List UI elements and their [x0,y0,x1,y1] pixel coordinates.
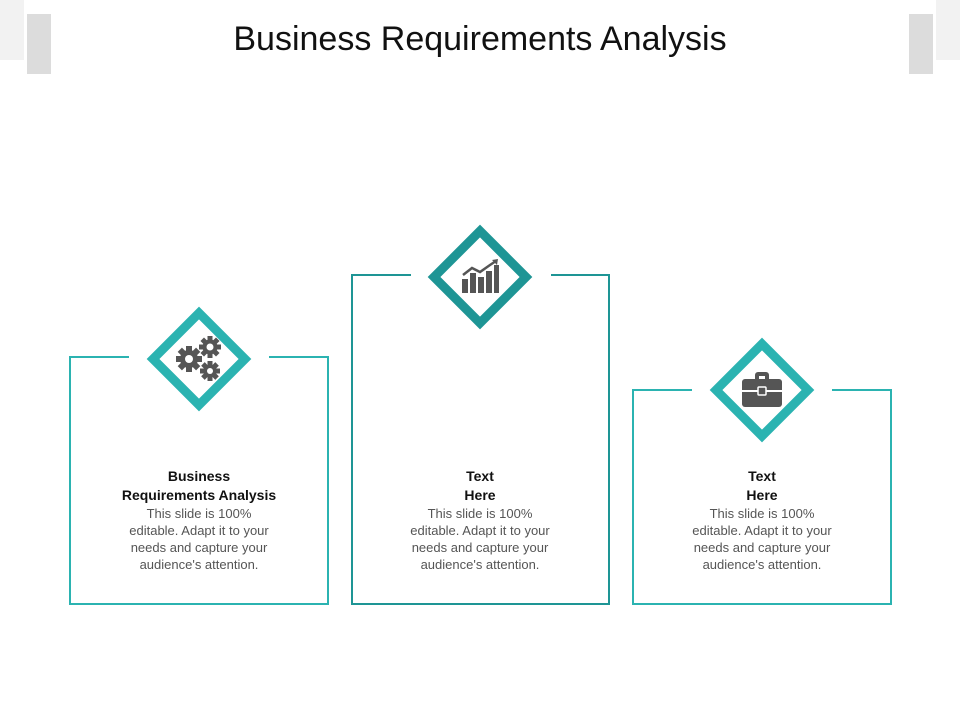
corner-decoration-left [27,14,51,74]
gears-icon [176,336,221,381]
card-2-body-line3: needs and capture your [411,540,549,555]
card-text-here-center [351,273,610,605]
card-3-body-line2: editable. Adapt it to your [692,523,832,538]
card-1-body-line3: needs and capture your [130,540,268,555]
card-1-body-line1: This slide is 100% [146,506,252,521]
card-3-diamond [704,332,820,448]
card-2-heading-line2: Here [464,487,496,503]
corner-decoration-right [909,14,933,74]
corner-decoration-right-strip [936,0,960,60]
card-2-body-line4: audience's attention. [420,557,540,572]
briefcase-icon [742,372,782,407]
corner-decoration-left-strip [0,0,24,60]
card-2-body-line1: This slide is 100% [427,506,533,521]
card-3-body-line4: audience's attention. [702,557,822,572]
card-3-heading-line2: Here [746,487,778,503]
card-1-heading-line1: Business [167,468,231,484]
card-2-body-line2: editable. Adapt it to your [410,523,550,538]
card-3-text: Text Here This slide is 100% editable. A… [662,467,862,573]
card-2-heading-line1: Text [466,468,494,484]
card-1-body-line2: editable. Adapt it to your [129,523,269,538]
card-2-diamond [422,219,538,335]
slide-title: Business Requirements Analysis [233,20,727,58]
card-3-body-line1: This slide is 100% [709,506,815,521]
card-1-diamond [141,301,257,417]
card-1-heading-line2: Requirements Analysis [121,487,277,503]
card-3-heading-line1: Text [748,468,776,484]
bar-chart-icon [462,259,499,293]
card-2-text: Text Here This slide is 100% editable. A… [380,467,580,573]
card-3-body-line3: needs and capture your [693,540,831,555]
card-1-body-line4: audience's attention. [139,557,259,572]
card-1-text: Business Requirements Analysis This slid… [99,467,299,573]
